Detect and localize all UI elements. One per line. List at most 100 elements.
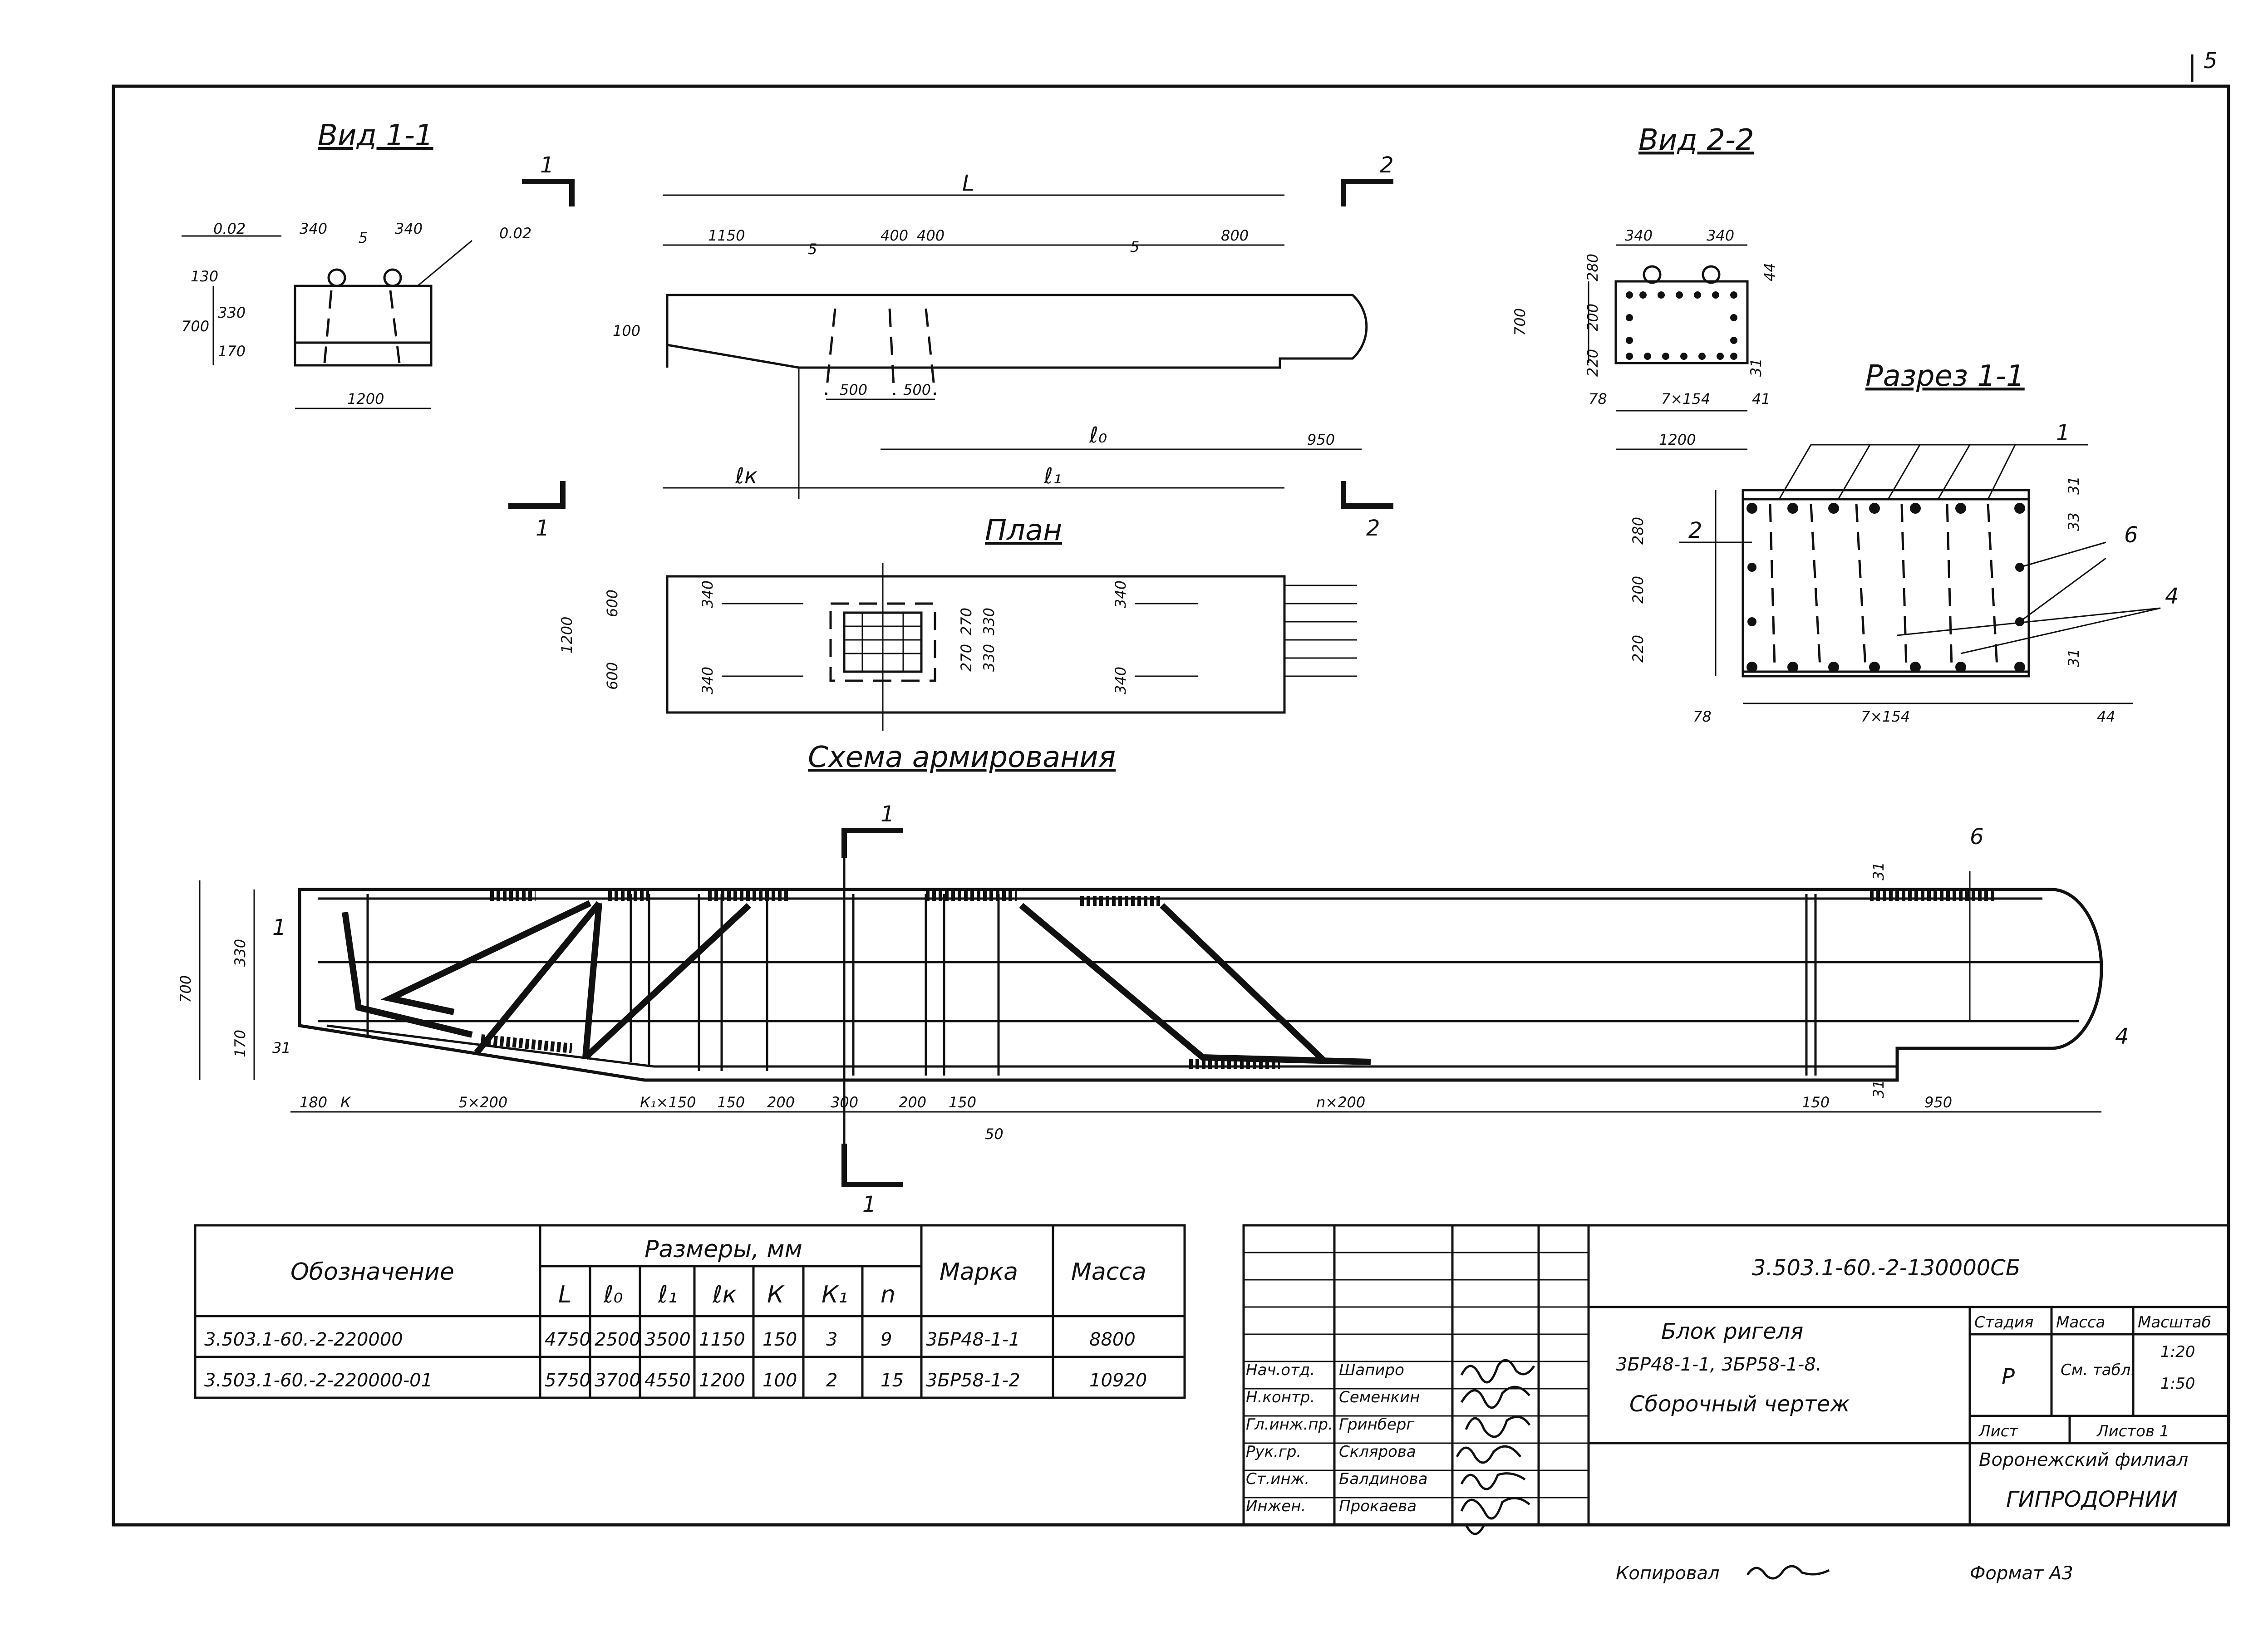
dim-text: 700	[182, 318, 209, 335]
cell-K: 150	[763, 1329, 797, 1350]
dim-text: 340	[1625, 227, 1653, 244]
dim-text: 340	[699, 667, 716, 694]
signatures	[1456, 1359, 1535, 1535]
staff-name: Склярова	[1339, 1443, 1416, 1461]
dim-text: ℓк	[735, 463, 758, 489]
dimensions-table: Обозначение Размеры, мм Марка Масса L ℓ₀…	[194, 1224, 1186, 1399]
cell-K1: 3	[826, 1329, 837, 1350]
sheet-frame	[112, 84, 2230, 1527]
cell-l1: 4550	[644, 1370, 691, 1391]
section-mark-label: 1	[540, 152, 554, 178]
page-number: 5	[2204, 48, 2218, 74]
dim-text: 31	[1870, 862, 1887, 880]
dim-text: 1150	[708, 227, 745, 244]
dim-text: 44	[1761, 263, 1778, 281]
lifting-loop	[327, 268, 346, 287]
dim-text: 340	[1112, 667, 1129, 694]
dim-text: 500	[903, 381, 931, 398]
table-frame	[194, 1224, 1186, 1399]
plan-outline	[666, 575, 1286, 714]
dim-text: 200	[1629, 576, 1647, 604]
dim-text: 0.02	[499, 225, 531, 242]
view-2-2-body	[1614, 280, 1749, 364]
bent-bar	[474, 901, 602, 1058]
staff-role: Инжен.	[1246, 1497, 1306, 1515]
table-col-header: n	[881, 1281, 895, 1308]
dim-text: 1200	[347, 390, 384, 408]
cell-mass: 10920	[1089, 1370, 1147, 1391]
staff-role: Ст.инж.	[1246, 1470, 1309, 1488]
cell-lk: 1150	[699, 1329, 745, 1350]
dim-text: 220	[1629, 635, 1647, 663]
dim-text: 5×200	[458, 1094, 507, 1111]
lifting-loop	[1643, 265, 1662, 284]
scale-value: 1:50	[2160, 1375, 2195, 1393]
cell-n: 9	[881, 1329, 892, 1350]
position-label: 6	[2124, 522, 2138, 548]
sheet-label: Лист	[1978, 1422, 2018, 1440]
dim-text: 330	[231, 939, 249, 967]
dim-text: 31	[272, 1039, 291, 1056]
dim-text: 340	[699, 580, 716, 608]
table-col-header: К₁	[822, 1281, 848, 1308]
leader-1	[1778, 444, 2088, 500]
dim-text: 150	[1802, 1094, 1830, 1111]
dim-text: 41	[1752, 390, 1771, 408]
cell-lk: 1200	[699, 1370, 745, 1391]
view-1-1-body	[294, 285, 433, 367]
dim-text: 800	[1221, 227, 1249, 244]
cell-l0: 3700	[595, 1370, 641, 1391]
section-1-1: Разрез 1-1 280 200 220 78 7×154 44 1 2 6…	[1629, 359, 2179, 725]
reinforcement-title: Схема армирования	[808, 741, 1116, 774]
bent-bar	[1160, 903, 1328, 1065]
cell-mark: 3БР48-1-1	[926, 1329, 1020, 1350]
beam-elevation-outline	[666, 294, 1368, 369]
dim-text: 1200	[558, 617, 576, 654]
section-1-1-title: Разрез 1-1	[1865, 359, 2025, 393]
staff-role: Н.контр.	[1246, 1388, 1315, 1406]
view-1-1-title: Вид 1-1	[318, 119, 433, 152]
cell-l1: 3500	[644, 1329, 691, 1350]
dim-text: 170	[231, 1030, 249, 1057]
cell-mass: 8800	[1089, 1329, 1136, 1350]
anchor-zone	[480, 1034, 573, 1053]
mass-label: Масса	[2056, 1313, 2105, 1332]
dim-text: 0.02	[213, 220, 246, 237]
cell-L: 5750	[545, 1370, 591, 1391]
dim-text: 950	[1924, 1094, 1952, 1111]
dim-text: 200	[1584, 304, 1601, 331]
table-col-header: К	[767, 1281, 785, 1308]
dim-text: К	[340, 1094, 351, 1111]
drawing-name: 3БР48-1-1, 3БР58-1-8.	[1616, 1354, 1822, 1375]
dim-text: 1200	[1659, 431, 1696, 448]
staff-list: Нач.отд. Шапиро Н.контр. Семенкин Гл.инж…	[1246, 1361, 1427, 1515]
dim-text: 400	[917, 227, 945, 244]
dim-text: 600	[604, 590, 621, 617]
section-stirrups	[1769, 503, 1998, 668]
table-header-mass: Масса	[1071, 1258, 1146, 1286]
dim-text: 78	[1693, 708, 1712, 725]
dim-text: 340	[1112, 580, 1129, 608]
dim-text: 50	[985, 1125, 1004, 1143]
dim-text: 220	[1584, 349, 1601, 377]
bent-bar	[583, 903, 751, 1060]
dim-text: 170	[218, 343, 246, 360]
staff-role: Нач.отд.	[1246, 1361, 1315, 1379]
staff-role: Гл.инж.пр.	[1246, 1415, 1333, 1434]
dim-text: 340	[300, 220, 327, 237]
table-col-header: ℓ₁	[658, 1281, 677, 1308]
title-block-frame	[1242, 1224, 2230, 1526]
stage-value: Р	[2002, 1364, 2015, 1390]
cell-l0: 2500	[595, 1329, 641, 1350]
reinforcement-scheme: Схема армирования 1 1	[177, 741, 2129, 1217]
section-mark-1-top	[522, 179, 575, 206]
dim-text: 78	[1589, 390, 1607, 408]
bent-bar	[1019, 903, 1371, 1065]
cell-designation: 3.503.1-60.-2-220000-01	[204, 1370, 433, 1391]
dim-text: 330	[980, 608, 998, 635]
tb-grid	[1244, 1252, 1589, 1499]
dim-text: 280	[1584, 254, 1601, 281]
dim-text: 5	[1130, 238, 1139, 256]
table-col-header: ℓк	[712, 1281, 737, 1308]
